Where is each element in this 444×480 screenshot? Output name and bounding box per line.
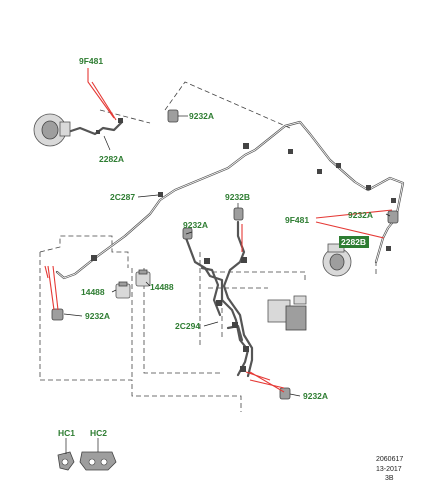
reference-line-3: 3B <box>385 475 394 480</box>
label-2C287: 2C287 <box>110 192 135 202</box>
label-9232A-right: 9232A <box>348 210 373 220</box>
clip-hc1 <box>57 451 75 471</box>
hose-fitting-top <box>167 109 179 123</box>
label-9232A-left: 9232A <box>85 311 110 321</box>
callout-lines <box>63 115 391 454</box>
label-14488-right: 14488 <box>150 282 174 292</box>
label-2282B: 2282B <box>341 237 366 247</box>
label-9232A-bottom: 9232A <box>303 391 328 401</box>
abs-module <box>267 295 307 331</box>
label-HC2: HC2 <box>90 428 107 438</box>
brake-caliper-right-front <box>322 243 352 277</box>
label-HC1: HC1 <box>58 428 75 438</box>
brake-caliper-left-front <box>33 113 71 147</box>
hose-fitting-left <box>51 308 64 321</box>
label-9232A-mid: 9232A <box>183 220 208 230</box>
label-9F481-top: 9F481 <box>79 56 103 66</box>
label-2C294: 2C294 <box>175 321 200 331</box>
pipe-fittings <box>91 118 396 372</box>
label-9F481-right: 9F481 <box>285 215 309 225</box>
part-labels: 9F481 2282A 9232A 2C287 9232B 9232A 9F48… <box>58 56 373 438</box>
hose-fitting-bottom <box>279 387 291 400</box>
label-9232B: 9232B <box>225 192 250 202</box>
reference-block: 2060617 13-2017 3B <box>376 456 403 480</box>
label-14488-left: 14488 <box>81 287 105 297</box>
reference-line-1: 2060617 <box>376 456 403 463</box>
highlight-box-2282B <box>339 236 369 248</box>
bleed-valve-lower <box>115 281 131 299</box>
hose-fitting-9232B <box>233 207 244 221</box>
label-9232A-top: 9232A <box>189 111 214 121</box>
hose-fitting-right <box>387 210 399 224</box>
clip-hc2 <box>79 451 117 471</box>
reference-line-2: 13-2017 <box>376 466 402 473</box>
label-2282A-left: 2282A <box>99 154 124 164</box>
leader-lines <box>44 68 393 393</box>
